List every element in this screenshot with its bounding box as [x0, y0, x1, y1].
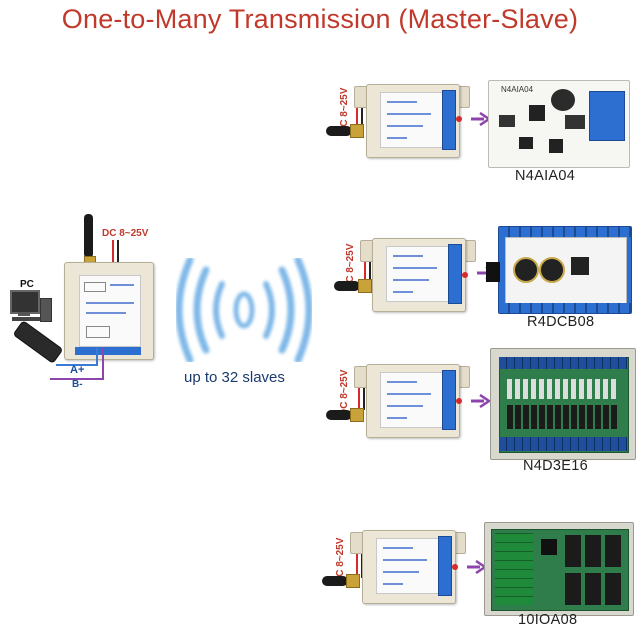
- antenna-icon: [322, 576, 348, 586]
- b-minus-wire-vert: [102, 348, 104, 380]
- master-power-wire-black: [117, 240, 119, 266]
- device-label: 10IOA08: [518, 612, 578, 628]
- power-wire-red: [356, 554, 358, 578]
- device-label: N4D3E16: [523, 458, 588, 474]
- antenna-icon: [326, 410, 352, 420]
- transceiver-module: [352, 354, 472, 446]
- dc-jack-icon: [486, 262, 500, 282]
- master-power-wire-red: [112, 240, 114, 266]
- master-antenna-icon: [84, 214, 93, 258]
- usb-rs485-adapter-icon: [13, 321, 63, 363]
- master-power-label: DC 8~25V: [102, 228, 149, 239]
- power-wire-red: [356, 104, 358, 128]
- power-wire-red: [358, 388, 360, 410]
- antenna-connector: [346, 574, 360, 588]
- transceiver-module: [352, 74, 472, 166]
- pc-label: PC: [20, 279, 34, 290]
- power-wire-black: [363, 388, 365, 410]
- master-pcb: [79, 275, 141, 347]
- a-plus-wire: [56, 364, 96, 366]
- master-terminal-block: [75, 347, 141, 355]
- power-wire-red: [364, 262, 366, 284]
- device-board-10ioa08: [484, 522, 634, 616]
- master-module: [64, 262, 154, 360]
- arrow-right-icon: [471, 394, 490, 408]
- device-board-n4d3e16: [490, 348, 636, 460]
- power-wire-black: [369, 262, 371, 284]
- wireless-range-label: up to 32 slaves: [184, 369, 285, 386]
- power-wire-black: [361, 104, 363, 128]
- a-plus-label: A+: [70, 364, 85, 376]
- wireless-signal-icon: [176, 258, 312, 362]
- transceiver-module: [358, 228, 478, 320]
- device-label: R4DCB08: [527, 314, 595, 330]
- page-title: One-to-Many Transmission (Master-Slave): [61, 4, 579, 34]
- antenna-connector: [350, 124, 364, 138]
- arrow-right-icon: [471, 112, 490, 126]
- device-board-n4aia04: N4AIA04: [488, 80, 630, 168]
- antenna-icon: [334, 281, 360, 291]
- antenna-connector: [358, 279, 372, 293]
- b-minus-wire: [50, 378, 104, 380]
- transceiver-module: [348, 520, 468, 612]
- antenna-icon: [326, 126, 352, 136]
- device-board-r4dcb08: [498, 226, 632, 314]
- antenna-connector: [350, 408, 364, 422]
- b-minus-label: B-: [72, 379, 83, 390]
- arrow-right-icon: [467, 560, 486, 574]
- a-plus-wire-vert: [96, 348, 98, 366]
- device-label: N4AIA04: [515, 168, 576, 184]
